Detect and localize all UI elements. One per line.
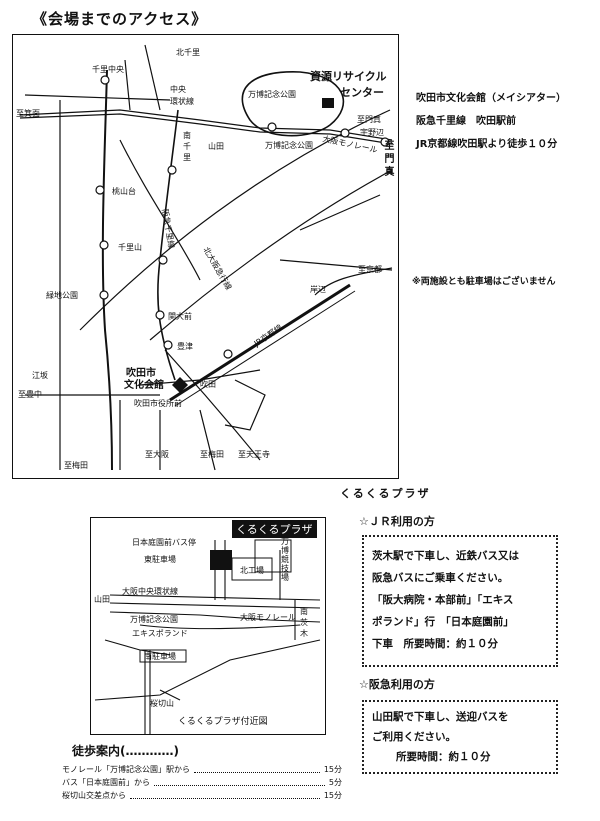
- map-label-kadoma: 至門真: [384, 141, 395, 178]
- map-label-kanjo: 環状線: [170, 97, 194, 106]
- page-title: 《会場までのアクセス》: [32, 10, 208, 28]
- map-label-momoyamadai: 桃山台: [112, 187, 136, 196]
- recycle-center-marker: [322, 98, 334, 108]
- hankyu-line: 山田駅で下車し、送迎バスを: [372, 711, 509, 723]
- jr-box: [362, 535, 558, 667]
- map-label-shi-umeda-1: 至梅田: [200, 450, 224, 459]
- map-label-shi-toyonaka: 至豊中: [18, 390, 42, 399]
- plaza-label-stadium-4: 技: [281, 564, 289, 573]
- plaza-label-east-parking: 東駐車場: [144, 555, 176, 564]
- stadium-box: [254, 539, 292, 573]
- walk-time: 15分: [323, 765, 342, 774]
- map-label-shi-umeda-2: 至梅田: [64, 461, 88, 470]
- map-label-shi-osaka: 至大阪: [145, 450, 169, 459]
- plaza-label-stadium-2: 博: [281, 546, 289, 555]
- plaza-label-chuo-kanjo: 大阪中央環状線: [122, 587, 178, 596]
- venue-info-line1: 吹田市文化会館（メイシアター）: [416, 93, 566, 104]
- map-label-suita-hall-1: 吹田市: [126, 368, 156, 379]
- plaza-label-south-parking: 南駐車場: [144, 652, 176, 661]
- plaza-label-busstop: 日本庭園前バス停: [132, 538, 196, 547]
- parking-note: ※両施設とも駐車場はございません: [412, 277, 556, 287]
- plaza-title: くるくるプラザ: [340, 487, 431, 500]
- walk-row: バス「日本庭園前」から 5分: [62, 777, 342, 790]
- south-parking-box: [139, 649, 187, 663]
- map-label-minami-1: 南: [183, 131, 191, 140]
- hankyu-line: ご利用ください。: [372, 731, 456, 743]
- map-label-shi-minoh: 至箕面: [16, 109, 40, 118]
- walk-time: 5分: [328, 778, 342, 787]
- map-label-shi-tennoji: 至天王寺: [238, 450, 270, 459]
- walk-from: モノレール「万博記念公園」駅から: [62, 765, 190, 774]
- map-label-kitasenri: 北千里: [176, 48, 200, 57]
- hankyu-box: [362, 700, 558, 774]
- plaza-label-sakuragaoka: 桜切山: [150, 699, 174, 708]
- map-label-senri-chuo: 千里中央: [92, 65, 124, 74]
- map-label-chuo: 中央: [170, 85, 186, 94]
- hankyu-line: 所要時間：約１０分: [396, 751, 491, 763]
- map-label-recycle-2: センター: [340, 86, 384, 99]
- plaza-label-banpaku-park: 万博記念公園: [130, 615, 178, 624]
- jr-line: 阪急バスにご乗車ください。: [372, 572, 509, 584]
- map-label-esaka: 江坂: [32, 371, 48, 380]
- plaza-building: [210, 550, 232, 570]
- jr-line: ポランド」行 「日本庭園前」: [372, 616, 514, 628]
- map-label-unobe: 宇野辺: [360, 128, 384, 137]
- map-label-kishibe: 岸辺: [310, 285, 326, 294]
- plaza-label-stadium-5: 場: [281, 573, 289, 582]
- walk-row: モノレール「万博記念公園」駅から 15分: [62, 764, 342, 777]
- map-label-banpaku-top: 万博記念公園: [248, 90, 296, 99]
- map-label-minami-3: 里: [183, 153, 191, 162]
- walk-from: バス「日本庭園前」から: [62, 778, 150, 787]
- suita-hall-marker: [172, 377, 188, 393]
- jr-heading: ☆ＪＲ利用の方: [359, 515, 435, 528]
- main-map-frame: [12, 34, 399, 479]
- jr-text: 茨木駅で下車し、近鉄バス又は 阪急バスにご乗車ください。 「阪大病院・本部前」「…: [372, 545, 519, 655]
- map-label-suita-shiyakusho: 吹田市役所前: [134, 399, 182, 408]
- map-label-kandai: 関大前: [168, 312, 192, 321]
- plaza-label-expoland: エキスポランド: [132, 629, 188, 638]
- jr-line: 「阪大病院・本部前」「エキス: [372, 594, 514, 606]
- venue-info-line3: JR京都線吹田駅より徒歩１０分: [416, 139, 558, 150]
- plaza-map-frame: [90, 517, 326, 735]
- plaza-label-monorail: 大阪モノレール: [240, 613, 296, 622]
- walk-from: 桜切山交差点から: [62, 791, 126, 800]
- walk-time: 15分: [323, 791, 342, 800]
- map-label-ryokuchi: 緑地公園: [46, 291, 78, 300]
- walk-list: モノレール「万博記念公園」駅から 15分 バス「日本庭園前」から 5分 桜切山交…: [62, 764, 342, 803]
- plaza-map-caption: くるくるプラザ付近図: [178, 717, 268, 727]
- map-label-ibaraki-top: 至門真: [357, 115, 381, 124]
- hankyu-text: 山田駅で下車し、送迎バスを ご利用ください。 所要時間：約１０分: [372, 707, 509, 767]
- plaza-label-stadium-3: 競: [281, 555, 289, 564]
- map-label-yamada: 山田: [208, 142, 224, 151]
- map-label-suita-hall-2: 文化会館: [124, 380, 164, 391]
- walk-row: 桜切山交差点から 15分: [62, 790, 342, 803]
- map-label-suita-station: 吹田: [200, 380, 216, 389]
- jr-line: 茨木駅で下車し、近鉄バス又は: [372, 550, 519, 562]
- walk-title: 徒歩案内(…………): [72, 744, 179, 758]
- hankyu-heading: ☆阪急利用の方: [359, 678, 435, 691]
- jr-line: 下車 所要時間：約１０分: [372, 638, 498, 650]
- plaza-label-yamada: 山田: [94, 595, 110, 604]
- venue-info-line2: 阪急千里線 吹田駅前: [416, 116, 516, 127]
- plaza-venue-label: くるくるプラザ: [232, 520, 317, 538]
- map-label-shi-kyoto: 至京都: [358, 265, 382, 274]
- plaza-label-minami-ibaraki: 南茨木: [300, 607, 308, 638]
- map-label-recycle-1: 資源リサイクル: [310, 70, 387, 83]
- plaza-label-stadium-1: 万: [281, 537, 289, 546]
- map-label-senriyama: 千里山: [118, 243, 142, 252]
- map-label-banpaku-mid: 万博記念公園: [265, 141, 313, 150]
- map-label-minami-2: 千: [183, 142, 191, 151]
- plaza-label-kitakojo: 北工場: [240, 566, 264, 575]
- map-label-toyotsu: 豊津: [177, 342, 193, 351]
